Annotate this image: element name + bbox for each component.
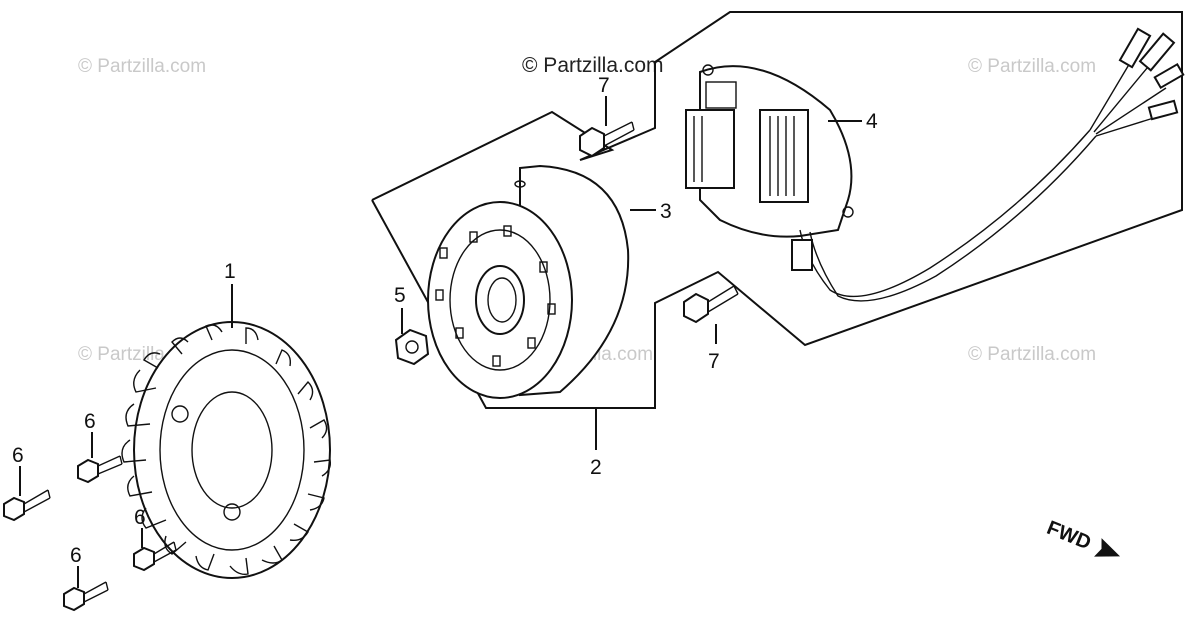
- callout-6: 6: [84, 410, 96, 433]
- flywheel-fan: [121, 321, 332, 579]
- watermark: © Partzilla.com: [78, 56, 206, 77]
- callout-6: 6: [12, 444, 24, 467]
- callout-6: 6: [70, 544, 82, 567]
- leader-lines: [19, 96, 862, 588]
- forward-arrow-icon: [1094, 538, 1121, 557]
- fan-bolt-d: [63, 581, 109, 612]
- nut: [394, 328, 430, 366]
- flywheel-rotor: [427, 164, 630, 399]
- fan-bolt-a: [3, 489, 51, 522]
- fan-bolt-b: [77, 455, 123, 484]
- assembly-bracket: [371, 11, 1183, 409]
- fan-bolt-c: [133, 541, 177, 572]
- callout-1: 1: [224, 260, 236, 283]
- callout-7: 7: [708, 350, 720, 373]
- callout-7: 7: [598, 74, 610, 97]
- fwd-label: FWD: [1044, 517, 1094, 554]
- watermark: © Partzilla.com: [968, 56, 1096, 77]
- callout-6: 6: [134, 506, 146, 529]
- stator-bolt-top: [579, 121, 635, 158]
- stator-bolt-right: [683, 285, 739, 324]
- callout-5: 5: [394, 284, 406, 307]
- header-watermark: © Partzilla.com: [522, 54, 664, 77]
- callout-3: 3: [660, 200, 672, 223]
- forward-direction-indicator: FWD: [1044, 517, 1121, 557]
- watermark: © Partzilla.com: [968, 344, 1096, 365]
- callout-2: 2: [590, 456, 602, 479]
- stator: [685, 27, 1185, 302]
- callout-4: 4: [866, 110, 878, 133]
